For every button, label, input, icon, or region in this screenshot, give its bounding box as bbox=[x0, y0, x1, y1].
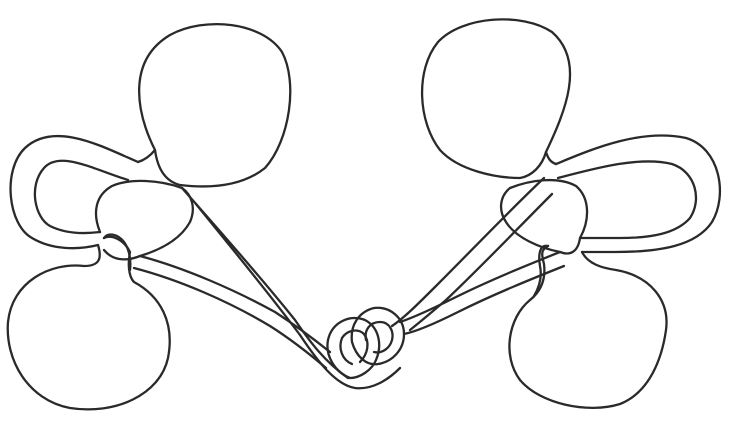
right-upper-stem bbox=[546, 152, 556, 164]
right-loop-inner bbox=[558, 161, 696, 238]
right-half bbox=[392, 19, 720, 407]
left-lower-bulb bbox=[8, 237, 170, 410]
left-chamber bbox=[96, 181, 193, 259]
right-cord-upper bbox=[400, 252, 560, 322]
left-rod-inner bbox=[196, 204, 300, 335]
right-chamber bbox=[501, 180, 587, 253]
left-half bbox=[8, 24, 348, 409]
right-cord-lower bbox=[404, 266, 564, 334]
left-upper-bulb bbox=[139, 24, 290, 186]
left-loop-inner bbox=[35, 161, 128, 233]
left-upper-stem bbox=[138, 150, 155, 162]
right-lower-bulb bbox=[509, 246, 666, 408]
left-loop-outer bbox=[11, 136, 138, 248]
right-rod-outer bbox=[392, 178, 544, 326]
left-cord-lower bbox=[134, 268, 326, 368]
